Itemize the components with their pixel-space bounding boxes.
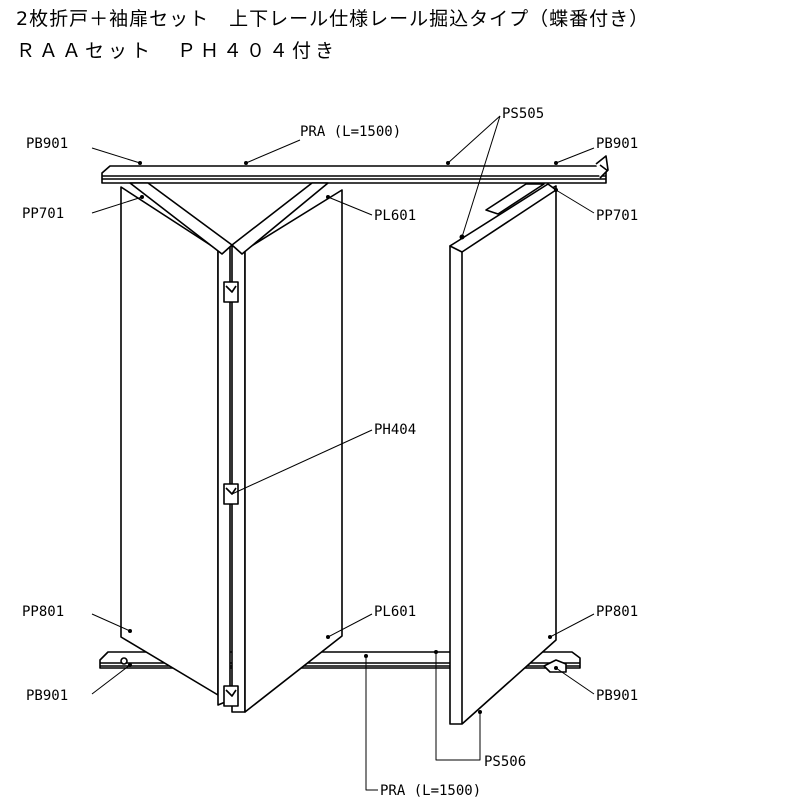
label-pra-bottom: PRA (L=1500) xyxy=(380,783,481,799)
label-pb901-top-left: PB901 xyxy=(26,136,68,152)
label-ph404: PH404 xyxy=(374,422,416,438)
label-pp701-right: PP701 xyxy=(596,208,638,224)
leader-dots xyxy=(128,161,558,714)
label-pb901-bottom-left: PB901 xyxy=(26,688,68,704)
label-pb901-bottom-right: PB901 xyxy=(596,688,638,704)
diagram-title-line1: 2枚折戸＋袖扉セット 上下レール仕様レール掘込タイプ（蝶番付き） xyxy=(16,8,650,30)
label-pb901-top-right: PB901 xyxy=(596,136,638,152)
label-ps505: PS505 xyxy=(502,106,544,122)
part-labels: PB901 PRA (L=1500) PS505 PB901 PP701 PL6… xyxy=(22,106,638,799)
top-rail xyxy=(101,155,609,184)
hinges xyxy=(223,281,239,707)
side-door-leaf xyxy=(449,183,557,725)
left-door-leaf xyxy=(120,186,231,706)
leader-lines xyxy=(91,115,595,791)
label-pl601-bottom: PL601 xyxy=(374,604,416,620)
label-pra-top: PRA (L=1500) xyxy=(300,124,401,140)
label-pp801-left: PP801 xyxy=(22,604,64,620)
label-ps506: PS506 xyxy=(484,754,526,770)
label-pp801-right: PP801 xyxy=(596,604,638,620)
label-pl601-top: PL601 xyxy=(374,208,416,224)
label-pp701-left: PP701 xyxy=(22,206,64,222)
folding-arms xyxy=(129,182,329,255)
diagram-title-line2: ＲＡＡセット ＰＨ４０４付き xyxy=(16,40,339,62)
